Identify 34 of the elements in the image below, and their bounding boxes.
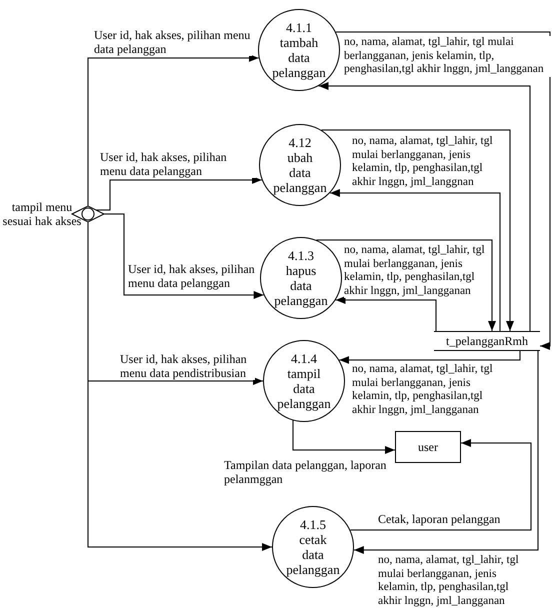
arrow [335, 296, 436, 332]
entity-name: user [418, 440, 438, 454]
process-name: tampil data pelanggan [276, 366, 332, 411]
arrow [316, 240, 496, 332]
arrow [292, 420, 396, 454]
edge-label: no, nama, alamat, tgl_lahir, tgl mulai berlangganan, jenis kelamin, tlp, penghasilan,tgl akhir lnggn, jml_langganan [344, 36, 551, 76]
edge-label: User id, hak akses, pilihan menu data pelanggan [94, 28, 252, 56]
process-number: 4.1.5 [300, 517, 326, 532]
process-number: 4.1.4 [291, 351, 317, 366]
store-name: t_pelangganRmh [446, 334, 528, 348]
arrow [318, 82, 530, 332]
process-number: 4.1.1 [286, 20, 312, 35]
arrow [104, 214, 264, 299]
edge-label: User id, hak akses, pilihan menu data pendistribusian [120, 352, 255, 380]
arrow [353, 350, 538, 554]
node-caption: tampil menu sesuai hak akses [2, 200, 82, 228]
process-name: hapus data pelanggan [273, 263, 329, 308]
arrow [88, 54, 260, 206]
arrow [350, 439, 532, 530]
edge-label: User id, hak akses, pilihan menu data pelanggan [100, 150, 256, 178]
process-name: ubah data pelanggan [272, 150, 328, 195]
edge-label: no, nama, alamat, tgl_lahir, tgl mulai berlangganan, jenis kelamin, tlp, penghasilan,tgl akhir lnggn, jml_langgnan [352, 135, 494, 189]
arrow [96, 176, 262, 210]
arrow [335, 32, 550, 350]
process-name: tambah data pelanggan [271, 35, 327, 80]
process-number: 4.12 [288, 135, 312, 150]
entity-box [395, 431, 461, 463]
process-name: cetak data pelanggan [285, 532, 341, 577]
arrow [329, 189, 500, 332]
arrow [320, 130, 514, 332]
process-number: 4.1.3 [288, 248, 314, 263]
arrow [338, 350, 520, 364]
edge-label: no, nama, alamat, tgl_lahir, tgl mulai berlangganan, jenis kelamin, tlp, penghasilan,tgl akhir lnggn, jml_langganan [344, 244, 487, 298]
data-store [434, 331, 540, 351]
